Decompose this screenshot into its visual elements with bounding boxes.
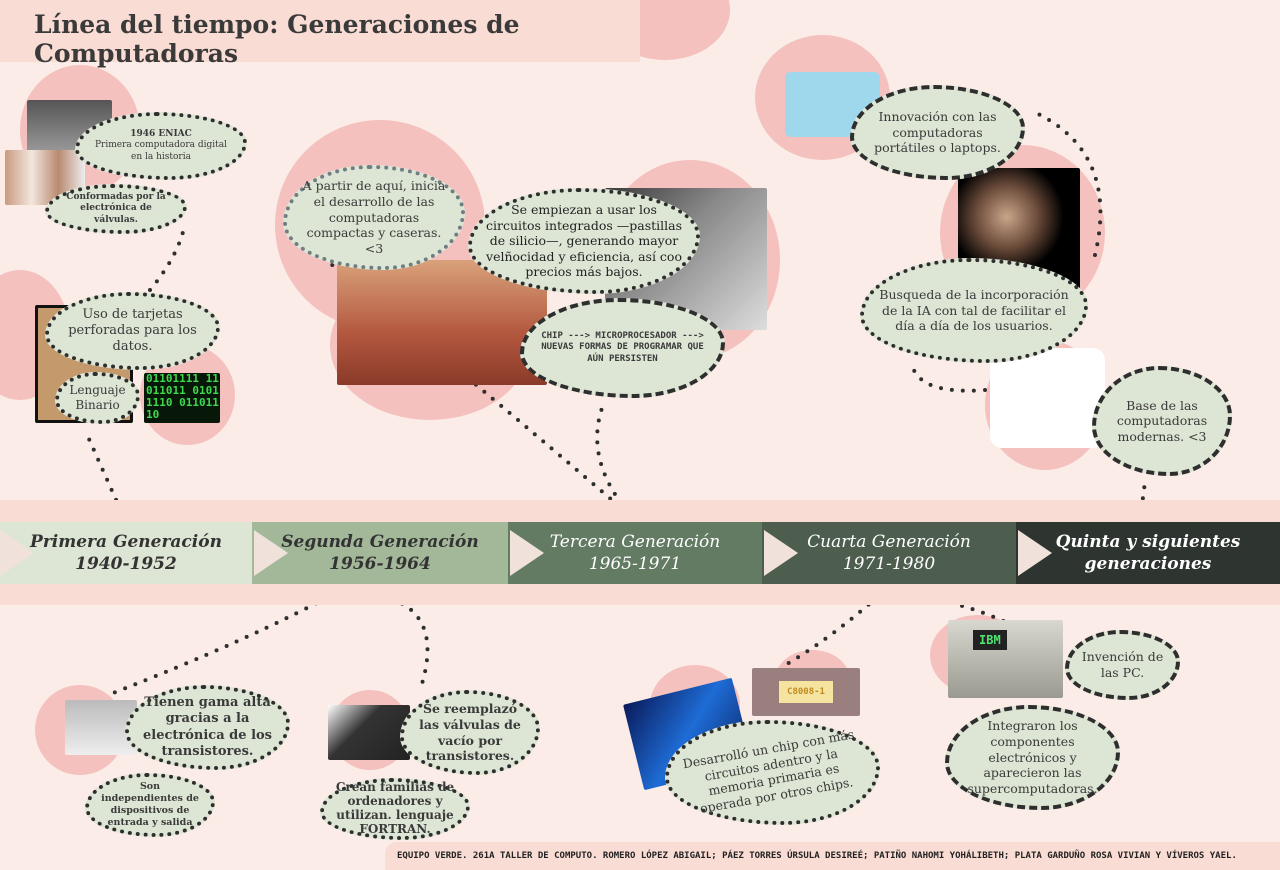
connector — [910, 363, 987, 393]
ibm-label: IBM — [973, 630, 1007, 650]
cloud-binario: Lenguaje Binario — [55, 372, 140, 424]
connector — [148, 230, 185, 292]
cloud-reemplazo: Se reemplazó las válvulas de vacío por t… — [400, 690, 540, 775]
generation-1: Primera Generación 1940-1952 — [0, 522, 252, 584]
cloud-chip: CHIP ---> MICROPROCESADOR ---> NUEVAS FO… — [520, 298, 725, 398]
generation-name: Segunda Generación — [281, 531, 479, 552]
generation-years: 1971-1980 — [842, 554, 936, 574]
ibm-pc-image: IBM — [948, 620, 1063, 698]
generation-years: 1956-1964 — [329, 554, 431, 574]
cloud-independientes: Son independientes de dispositivos de en… — [85, 773, 215, 837]
cloud-tarjetas: Uso de tarjetas perforadas para los dato… — [45, 292, 220, 370]
chip-memoria-text: Desarrolló un chip con más circuitos ade… — [681, 726, 856, 817]
cloud-familias: Crean familias de ordenadores y utilizan… — [320, 778, 470, 840]
connector — [1028, 108, 1103, 257]
binary-code-image: 01101111 11011011 01011110 01101110 — [144, 373, 220, 423]
arrow-marker — [510, 530, 544, 576]
arrow-marker — [0, 530, 34, 576]
generation-years: 1965-1971 — [588, 554, 682, 574]
generation-4: Cuarta Generación 1971-1980 — [762, 522, 1016, 584]
connector — [1138, 480, 1147, 522]
cloud-valvulas: Conformadas por la electrónica de válvul… — [45, 184, 187, 234]
generation-5: Quinta y siguientes generaciones — [1016, 522, 1280, 584]
cloud-chip-memoria: Desarrolló un chip con más circuitos ade… — [665, 720, 880, 825]
generation-3: Tercera Generación 1965-1971 — [508, 522, 762, 584]
generation-years: generaciones — [1084, 554, 1212, 574]
cloud-pc: Invención de las PC. — [1065, 630, 1180, 700]
generation-name: Quinta y siguientes — [1055, 531, 1241, 552]
generation-years: 1940-1952 — [75, 554, 177, 574]
cloud-circuitos: Se empiezan a usar los circuitos integra… — [468, 188, 700, 294]
cloud-supercomputadoras: Integraron los componentes electrónicos … — [945, 705, 1120, 810]
cloud-laptops: Innovación con las computadoras portátil… — [850, 85, 1025, 180]
arrow-marker — [1018, 530, 1052, 576]
page-title: Línea del tiempo: Generaciones de Comput… — [34, 10, 520, 68]
cloud-ia: Busqueda de la incorporación de la IA co… — [860, 258, 1088, 363]
generation-name: Tercera Generación — [549, 531, 721, 552]
cloud-compactas: A partir de aquí, inicia el desarrollo d… — [283, 165, 465, 270]
footer-credits: EQUIPO VERDE. 261A TALLER DE COMPUTO. RO… — [385, 842, 1280, 870]
cloud-base: Base de las computadoras modernas. <3 — [1092, 366, 1232, 476]
chip-text: CHIP ---> MICROPROCESADOR ---> NUEVAS FO… — [541, 331, 704, 364]
generation-name: Cuarta Generación — [807, 531, 971, 552]
connector — [358, 590, 430, 692]
arrow-marker — [254, 530, 288, 576]
generation-name: Primera Generación — [30, 531, 222, 552]
eniac-title: 1946 ENIAC — [130, 129, 192, 140]
integrated-circuit-photo — [328, 705, 410, 760]
cloud-eniac: 1946 ENIAC Primera computadora digital e… — [75, 112, 247, 180]
chip-label: C8008-1 — [779, 681, 833, 703]
generation-2: Segunda Generación 1956-1964 — [252, 522, 508, 584]
eniac-text: Primera computadora digital en la histor… — [94, 140, 227, 162]
connector — [106, 586, 347, 697]
title-bar: Línea del tiempo: Generaciones de Comput… — [0, 0, 640, 68]
person-computer-illustration — [990, 348, 1105, 448]
arrow-marker — [764, 530, 798, 576]
cloud-gama: Tienen gama alta gracias a la electrónic… — [125, 685, 290, 770]
intel-chip-image: C8008-1 — [752, 668, 860, 716]
